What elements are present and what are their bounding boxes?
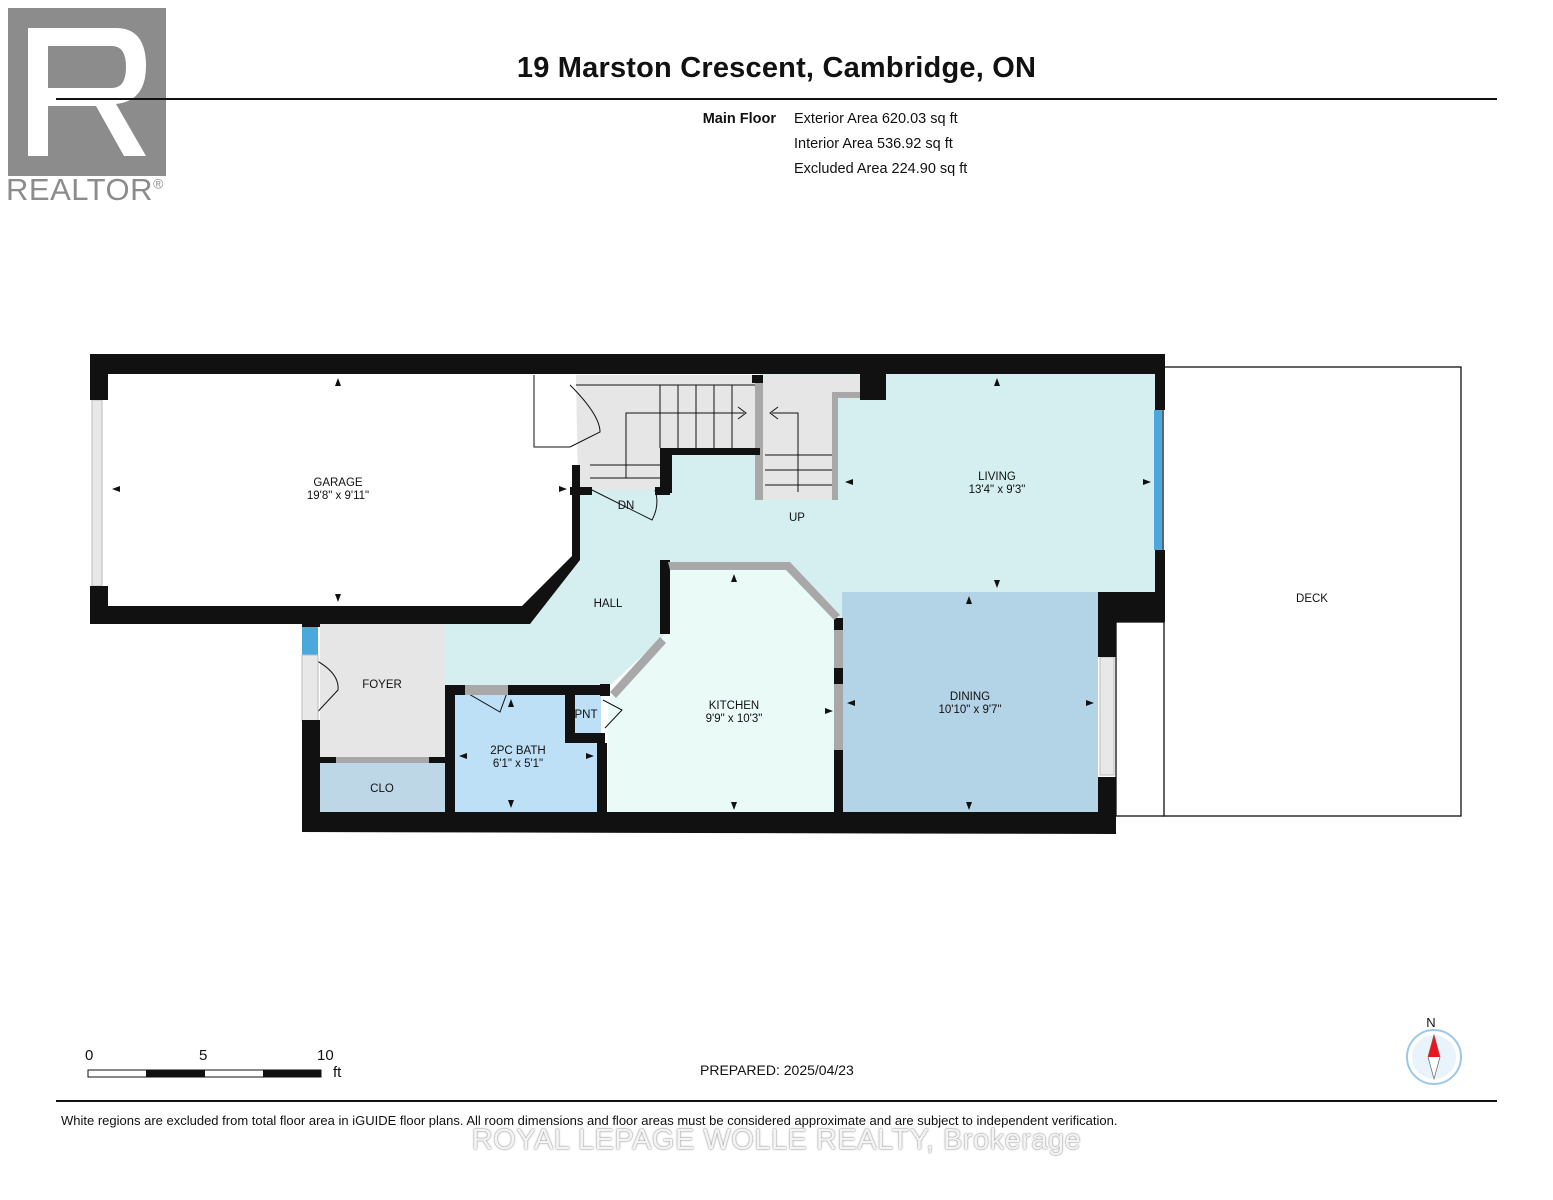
excluded-area: Excluded Area 224.90 sq ft [794, 161, 968, 177]
dining-label: DINING [950, 691, 990, 703]
partial-walls [336, 392, 860, 763]
closet-room [320, 763, 445, 813]
walls [90, 354, 1165, 834]
dining-dims: 10'10" x 9'7" [938, 704, 1001, 716]
scale-label-0: 0 [85, 1047, 94, 1064]
realtor-logo-text: REALTOR® [6, 172, 164, 207]
kitchen-room [608, 566, 840, 812]
property-address-title: 19 Marston Crescent, Cambridge, ON [516, 52, 1037, 84]
disclaimer-text: White regions are excluded from total fl… [61, 1113, 1118, 1128]
dining-patio-door [1099, 656, 1115, 776]
garage-door-opening [91, 399, 103, 587]
foyer-room [320, 615, 445, 757]
north-compass-icon [1406, 1029, 1462, 1085]
garage-label: GARAGE [313, 477, 363, 489]
stairs-down-label: DN [618, 500, 635, 512]
stair-treads [576, 384, 832, 492]
staircase-down [576, 375, 755, 490]
prepared-date: PREPARED: 2025/04/23 [700, 1062, 854, 1078]
footer-divider [56, 1100, 1497, 1102]
title-divider [56, 98, 1497, 100]
stairs-up-label: UP [789, 512, 805, 524]
exterior-area: Exterior Area 620.03 sq ft [794, 111, 958, 127]
kitchen-dims: 9'9" x 10'3" [706, 713, 763, 725]
garage-dims: 19'8" x 9'11" [307, 490, 369, 502]
floor-name: Main Floor [702, 111, 776, 127]
dimension-arrows [112, 378, 1151, 810]
scale-label-5: 5 [199, 1047, 208, 1064]
scale-label-10: 10 [317, 1047, 334, 1064]
brokerage-watermark: ROYAL LEPAGE WOLLE REALTY, Brokerage [471, 1124, 1082, 1156]
closet-label: CLO [370, 783, 394, 795]
living-dims: 13'4" x 9'3" [969, 484, 1026, 496]
scale-bar [87, 1069, 322, 1078]
hall-living-room [445, 373, 1155, 690]
hall-label: HALL [594, 598, 623, 610]
living-label: LIVING [978, 471, 1016, 483]
compass-north-label: N [1426, 1015, 1435, 1030]
deck-step [1115, 621, 1165, 817]
scale-unit: ft [333, 1064, 342, 1081]
deck-area [1162, 366, 1462, 817]
bath-label: 2PC BATH [490, 745, 545, 757]
front-door-opening [301, 654, 319, 722]
interior-area: Interior Area 536.92 sq ft [794, 136, 953, 152]
bath-dims: 6'1" x 5'1" [493, 758, 543, 770]
kitchen-label: KITCHEN [709, 700, 759, 712]
deck-label: DECK [1296, 593, 1328, 605]
garage-room [108, 373, 572, 606]
pantry-label: PNT [575, 709, 598, 721]
dining-room [842, 592, 1098, 814]
window-living [1154, 410, 1162, 550]
pantry-room [575, 695, 601, 733]
window-foyer [302, 627, 318, 655]
foyer-label: FOYER [362, 679, 402, 691]
realtor-logo: REALTOR® [6, 6, 186, 216]
